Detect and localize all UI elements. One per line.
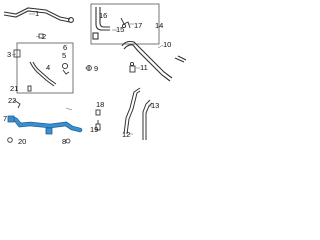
part-22-clip bbox=[13, 99, 21, 109]
parts-diagram bbox=[3, 3, 187, 144]
callout-15: 15 bbox=[116, 25, 125, 34]
part-17-bracket bbox=[120, 17, 131, 29]
part-19-bolt bbox=[95, 109, 101, 116]
callout-9: 9 bbox=[94, 64, 99, 73]
part-1-tube bbox=[3, 7, 74, 23]
callout-8: 8 bbox=[62, 137, 67, 146]
callout-14: 14 bbox=[155, 21, 164, 30]
group-box-14 bbox=[90, 3, 160, 45]
leader-lines bbox=[11, 13, 164, 135]
callout-12: 12 bbox=[122, 130, 131, 139]
part-12-tube bbox=[123, 87, 141, 135]
callout-19: 19 bbox=[90, 125, 99, 134]
callout-11: 11 bbox=[140, 63, 148, 72]
callout-22: 22 bbox=[8, 96, 17, 105]
part-21-bolt bbox=[27, 85, 32, 92]
callout-1: 1 bbox=[35, 9, 40, 18]
part-8-gasket bbox=[65, 138, 71, 144]
part-3-bracket bbox=[13, 49, 21, 58]
part-4-tube bbox=[29, 61, 57, 87]
callout-2: 2 bbox=[42, 32, 47, 41]
callout-7: 7 bbox=[3, 114, 8, 123]
callout-20: 20 bbox=[18, 137, 27, 146]
group-box-6 bbox=[16, 42, 74, 94]
callout-16: 16 bbox=[99, 11, 108, 20]
callout-5: 5 bbox=[62, 51, 67, 60]
part-16-hose bbox=[92, 7, 110, 40]
part-7-highlighted-pipe bbox=[7, 115, 83, 135]
part-5-clip bbox=[61, 62, 70, 75]
callout-10: 10 bbox=[163, 40, 172, 49]
callout-3: 3 bbox=[7, 50, 12, 59]
callout-17: 17 bbox=[134, 21, 143, 30]
callout-6: 6 bbox=[63, 43, 68, 52]
callout-21: 21 bbox=[10, 84, 19, 93]
callout-18: 18 bbox=[96, 100, 105, 109]
part-20-nut bbox=[7, 137, 13, 143]
callout-13: 13 bbox=[151, 101, 160, 110]
part-10-tube bbox=[121, 40, 187, 82]
part-13-tube bbox=[142, 99, 153, 140]
part-11-clamp bbox=[129, 61, 136, 73]
part-18-bolt bbox=[95, 120, 101, 131]
callout-4: 4 bbox=[46, 63, 51, 72]
